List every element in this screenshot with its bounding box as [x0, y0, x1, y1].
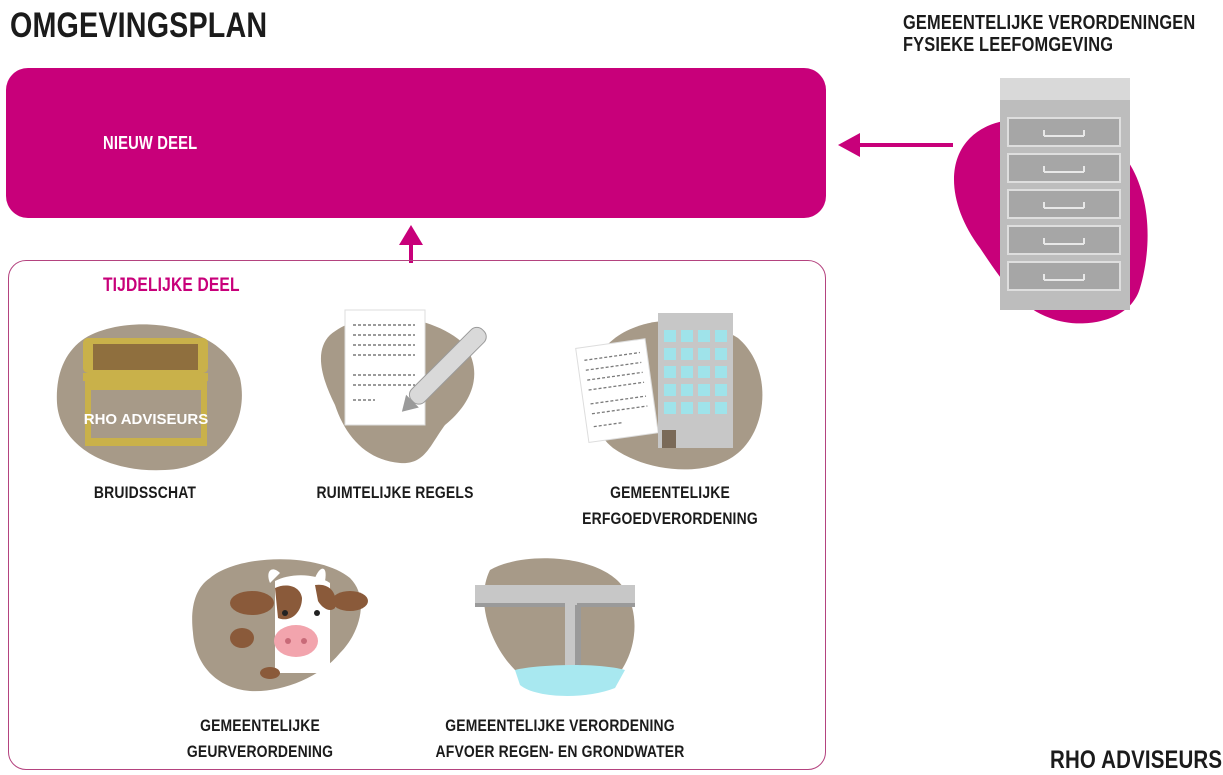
page-title: OMGEVINGSPLAN: [10, 6, 268, 45]
filing-cabinet-icon: [953, 78, 1148, 324]
temporary-part-label: TIJDELIJKE DEEL: [103, 275, 240, 296]
document-pen-icon: [320, 309, 487, 464]
chest-label: RHO ADVISEURS: [84, 411, 208, 428]
new-part-box: [6, 68, 826, 218]
item-label-ruimtelijke-regels: RUIMTELIJKE REGELS: [316, 483, 474, 502]
temporary-part-box: [8, 260, 826, 770]
item-label-erfgoedverordening: GEMEENTELIJKE ERFGOEDVERORDENING: [582, 483, 758, 528]
side-title-line1: GEMEENTELIJKE VERORDENINGEN: [903, 12, 1196, 34]
arrow-left-icon: [838, 133, 953, 157]
arrow-up-icon: [399, 225, 423, 263]
item-label-afvoer-regenwater: GEMEENTELIJKE VERORDENING AFVOER REGEN- …: [435, 716, 685, 761]
footer-brand: RHO ADVISEURS: [1050, 746, 1223, 774]
treasure-chest-icon: RHO ADVISEURS: [56, 324, 242, 471]
item-label-geurverordening: GEMEENTELIJKE GEURVERORDENING: [186, 716, 334, 761]
new-part-label: NIEUW DEEL: [103, 133, 198, 153]
document-building-icon: [575, 313, 763, 470]
item-label-bruidsschat: BRUIDSSCHAT: [93, 483, 197, 502]
side-title-line2: FYSIEKE LEEFOMGEVING: [903, 34, 1114, 56]
cow-icon: [192, 559, 368, 692]
side-title: GEMEENTELIJKE VERORDENINGEN FYSIEKE LEEF…: [903, 12, 1195, 56]
gutter-water-icon: [475, 558, 635, 696]
